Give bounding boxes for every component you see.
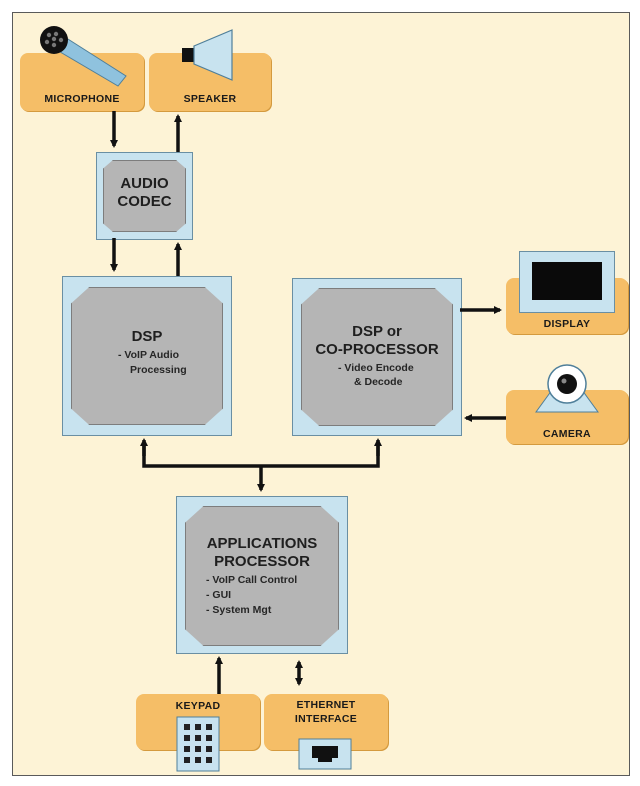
dsp-sub-2: Processing	[130, 364, 187, 376]
coprocessor-title-1: DSP or	[352, 323, 402, 340]
dsp-title: DSP	[131, 328, 163, 345]
ethernet-label-2: INTERFACE	[294, 713, 358, 725]
camera-icon	[535, 364, 599, 413]
dsp-sub-1: - VoIP Audio	[118, 349, 180, 361]
coprocessor-sub-1: - Video Encode	[338, 362, 414, 374]
keypad-label: KEYPAD	[175, 700, 221, 712]
applications-title-1: APPLICATIONS	[206, 535, 318, 552]
audio-codec-title-1: AUDIO	[120, 175, 169, 192]
dsp-frame: DSP - VoIP Audio Processing	[62, 276, 232, 436]
coprocessor-chip: DSP or CO-PROCESSOR - Video Encode & Dec…	[301, 288, 453, 426]
coprocessor-frame: DSP or CO-PROCESSOR - Video Encode & Dec…	[292, 278, 462, 436]
audio-codec-frame: AUDIO CODEC	[96, 152, 193, 240]
ethernet-icon	[298, 738, 352, 770]
dsp-chip: DSP - VoIP Audio Processing	[71, 287, 223, 425]
applications-sub-1: - VoIP Call Control	[206, 574, 298, 586]
coprocessor-sub-2: & Decode	[354, 376, 403, 388]
applications-sub-2: - GUI	[206, 589, 232, 601]
display-screen	[532, 262, 602, 300]
speaker-block: SPEAKER	[149, 53, 271, 111]
applications-frame: APPLICATIONS PROCESSOR - VoIP Call Contr…	[176, 496, 348, 654]
coprocessor-title-2: CO-PROCESSOR	[315, 341, 439, 358]
applications-title-2: PROCESSOR	[214, 553, 310, 570]
audio-codec-chip: AUDIO CODEC	[103, 160, 186, 232]
display-icon	[519, 251, 615, 313]
microphone-icon	[40, 26, 127, 87]
bus-line	[142, 444, 380, 468]
ethernet-label-1: ETHERNET	[296, 699, 356, 711]
applications-chip: APPLICATIONS PROCESSOR - VoIP Call Contr…	[185, 506, 339, 646]
microphone-label: MICROPHONE	[44, 93, 120, 105]
display-label: DISPLAY	[543, 318, 591, 330]
camera-label: CAMERA	[543, 428, 591, 440]
speaker-icon	[182, 29, 233, 81]
speaker-label: SPEAKER	[183, 93, 237, 105]
ethernet-block: ETHERNET INTERFACE	[264, 694, 388, 750]
applications-sub-3: - System Mgt	[206, 604, 272, 616]
audio-codec-title-2: CODEC	[117, 193, 172, 210]
keypad-icon	[176, 716, 220, 772]
